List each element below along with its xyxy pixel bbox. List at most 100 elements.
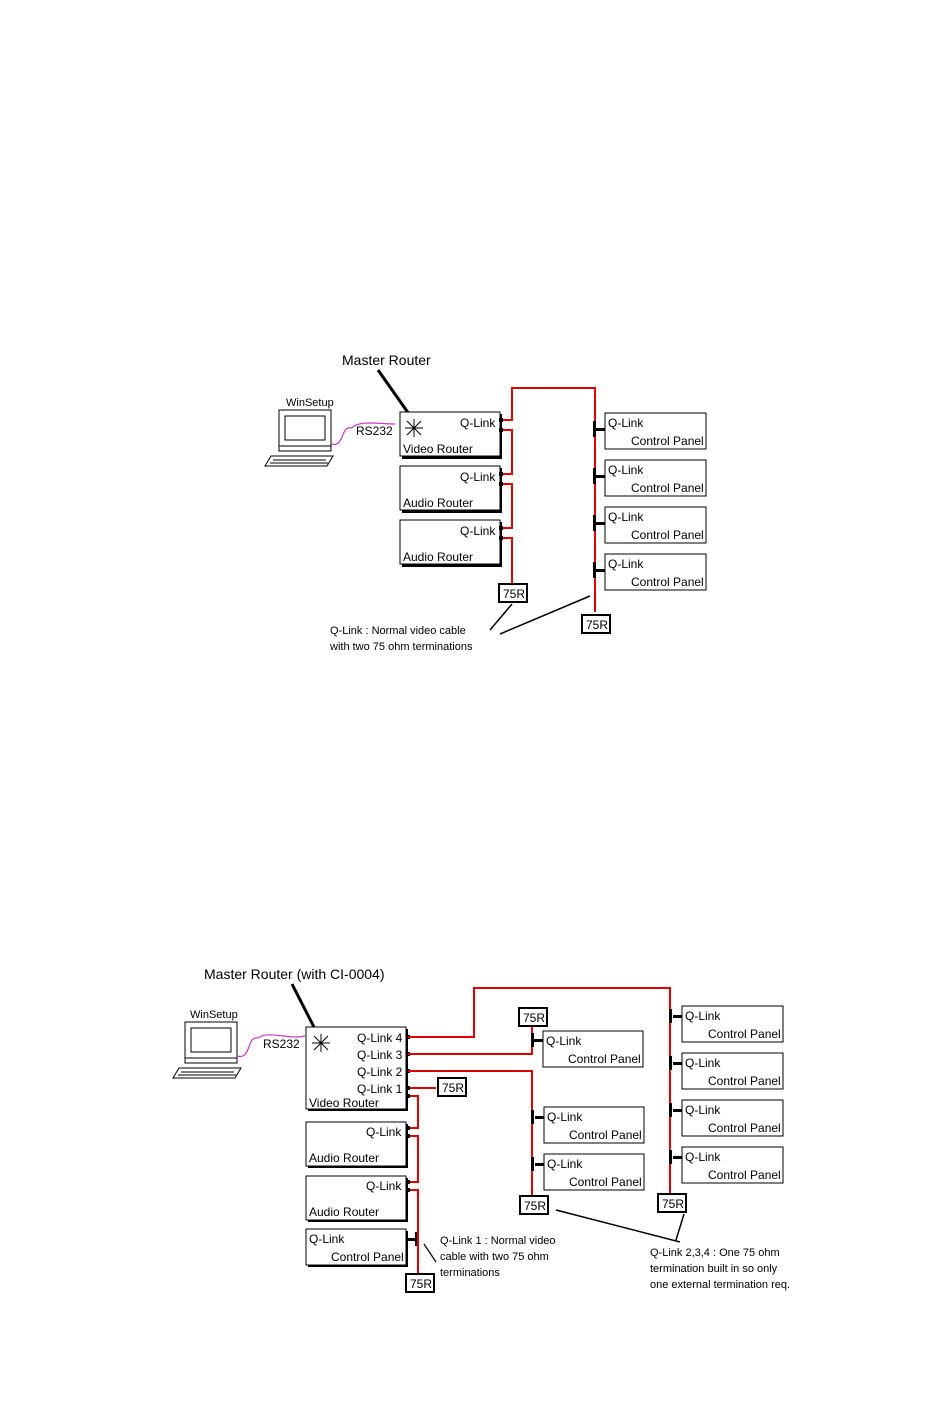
note1-pointer: [423, 1243, 437, 1263]
router-port-label: Q-Link: [366, 1179, 402, 1193]
master-router-label: Master Router (with CI-0004): [204, 966, 385, 982]
note1-line-1: Q-Link 1 : Normal video: [440, 1235, 556, 1247]
control-panel-2: Q-Link Control Panel: [593, 459, 707, 497]
panel-port-label: Q-Link: [685, 1150, 721, 1164]
note-line-1: Q-Link : Normal video cable: [330, 625, 466, 637]
master-router-label: Master Router: [342, 352, 431, 368]
panel-port-label: Q-Link: [685, 1009, 721, 1023]
router-name: Video Router: [309, 1096, 379, 1110]
port-label-qlink3: Q-Link 3: [357, 1048, 403, 1062]
router-name: Audio Router: [403, 496, 473, 510]
termination-label: 75R: [523, 1011, 545, 1025]
note2-line-1: Q-Link 2,3,4 : One 75 ohm: [650, 1247, 780, 1259]
panel-name: Control Panel: [708, 1027, 781, 1041]
port-label-qlink1: Q-Link 1: [357, 1082, 403, 1096]
panel-name: Control Panel: [569, 1128, 642, 1142]
router-name: Audio Router: [309, 1151, 379, 1165]
panel-name: Control Panel: [631, 481, 704, 495]
panel-port-label: Q-Link: [546, 1034, 582, 1048]
qlink1-cable: [408, 1087, 436, 1274]
termination-label: 75R: [524, 1199, 546, 1213]
termination-qlink3: 75R: [518, 1007, 548, 1027]
panel-name: Control Panel: [708, 1074, 781, 1088]
audio-router-2: Q-Link Audio Router: [399, 519, 502, 567]
termination-qlink1-a: 75R: [437, 1077, 467, 1097]
router-port-label: Q-Link: [460, 470, 496, 484]
termination-qlink1-b: 75R: [405, 1273, 435, 1293]
computer-icon: WinSetup: [264, 397, 334, 467]
termination-qlink4: 75R: [657, 1193, 687, 1213]
note2-line-3: one external termination req.: [650, 1279, 790, 1291]
control-panel-local: Q-Link Control Panel: [305, 1228, 418, 1267]
control-panel-1: Q-Link Control Panel: [593, 412, 707, 450]
panel-port-label: Q-Link: [608, 416, 644, 430]
note2-line-2: termination built in so only: [650, 1263, 778, 1275]
panel-port-label: Q-Link: [608, 557, 644, 571]
control-panel-qlink4-a: Q-Link Control Panel: [669, 1005, 784, 1043]
panel-port-label: Q-Link: [547, 1157, 583, 1171]
termination-label: 75R: [410, 1277, 432, 1291]
panel-name: Control Panel: [708, 1121, 781, 1135]
qlink3-cable: [408, 1026, 533, 1055]
audio-router-1: Q-Link Audio Router: [399, 465, 502, 513]
router-name: Video Router: [403, 442, 473, 456]
rs232-cable: [236, 1034, 306, 1057]
audio-router-2: Q-Link Audio Router: [305, 1175, 408, 1222]
control-panel-qlink2-b: Q-Link Control Panel: [531, 1153, 645, 1191]
control-panel-qlink4-b: Q-Link Control Panel: [669, 1052, 784, 1090]
panel-name: Control Panel: [631, 528, 704, 542]
termination-qlink2: 75R: [519, 1195, 549, 1215]
panel-name: Control Panel: [708, 1168, 781, 1182]
control-panel-4: Q-Link Control Panel: [593, 553, 707, 591]
note-pointers: [489, 595, 591, 635]
master-pointer: [290, 983, 318, 1032]
video-router: Q-Link 4 Q-Link 3 Q-Link 2 Q-Link 1 Vide…: [305, 1026, 408, 1111]
router-port-label: Q-Link: [460, 524, 496, 538]
router-port-label: Q-Link: [460, 416, 496, 430]
panel-port-label: Q-Link: [608, 510, 644, 524]
panel-name: Control Panel: [631, 434, 704, 448]
router-name: Audio Router: [309, 1205, 379, 1219]
control-panel-3: Q-Link Control Panel: [593, 506, 707, 544]
router-name: Audio Router: [403, 550, 473, 564]
master-star-icon: [312, 1034, 330, 1052]
panel-name: Control Panel: [331, 1250, 404, 1264]
panel-port-label: Q-Link: [685, 1103, 721, 1117]
panel-port-label: Q-Link: [309, 1232, 345, 1246]
note1-line-2: cable with two 75 ohm: [440, 1251, 549, 1263]
panel-port-label: Q-Link: [608, 463, 644, 477]
termination-label: 75R: [442, 1081, 464, 1095]
panel-name: Control Panel: [568, 1052, 641, 1066]
note1-line-3: terminations: [440, 1267, 500, 1279]
rs232-label: RS232: [356, 424, 393, 438]
panel-port-label: Q-Link: [685, 1056, 721, 1070]
qlink-cable-main: [502, 387, 596, 612]
qlink-cable-routers: [502, 429, 513, 584]
control-panel-qlink3: Q-Link Control Panel: [531, 1030, 644, 1068]
port-label-qlink2: Q-Link 2: [357, 1065, 403, 1079]
rs232-cable: [330, 422, 396, 445]
termination-1: 75R: [498, 583, 528, 603]
diagram-1: Master Router WinSetup RS232 Q-Link Vide…: [264, 352, 707, 653]
termination-label: 75R: [662, 1197, 684, 1211]
rs232-label: RS232: [263, 1037, 300, 1051]
termination-label: 75R: [586, 618, 608, 632]
winsetup-label: WinSetup: [286, 397, 334, 409]
panel-port-label: Q-Link: [547, 1110, 583, 1124]
diagram-2: Master Router (with CI-0004) WinSetup RS…: [172, 966, 790, 1293]
master-star-icon: [405, 419, 423, 437]
control-panel-qlink4-c: Q-Link Control Panel: [669, 1099, 784, 1137]
control-panel-qlink4-d: Q-Link Control Panel: [669, 1146, 784, 1184]
termination-label: 75R: [503, 587, 525, 601]
computer-icon: WinSetup: [172, 1009, 242, 1079]
video-router: Q-Link Video Router: [399, 411, 502, 459]
connector-icon: [499, 418, 503, 540]
winsetup-label: WinSetup: [190, 1009, 238, 1021]
panel-name: Control Panel: [569, 1175, 642, 1189]
panel-name: Control Panel: [631, 575, 704, 589]
master-pointer: [376, 369, 411, 415]
note-line-2: with two 75 ohm terminations: [329, 641, 473, 653]
termination-2: 75R: [581, 614, 611, 634]
control-panel-qlink2-a: Q-Link Control Panel: [531, 1106, 645, 1144]
